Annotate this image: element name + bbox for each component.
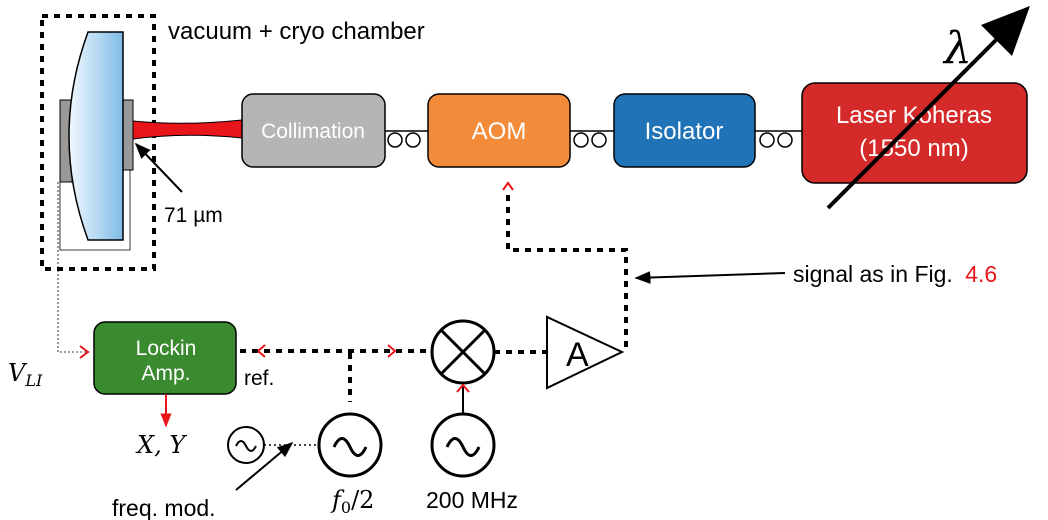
aom-label: AOM <box>472 118 527 145</box>
piezo-arrow-lockin <box>79 345 90 359</box>
fiber-coil-3b <box>777 132 793 148</box>
f0-source-sine-icon <box>332 437 368 457</box>
laser-beam <box>132 119 243 140</box>
lockin-label-line1: Lockin <box>136 337 197 360</box>
tunable-arrow-head <box>981 6 1030 56</box>
amplifier-label: A <box>566 336 589 374</box>
rf-source-sine-icon <box>445 437 481 457</box>
signal-label-ref[interactable]: 4.6 <box>965 261 997 287</box>
ref-label: ref. <box>244 367 274 390</box>
rf-source-label: 200 MHz <box>426 487 518 513</box>
signal-label-text: signal as in Fig. <box>793 261 953 287</box>
gap-arrow <box>134 142 183 193</box>
fiber-coil-1a <box>387 132 403 148</box>
freq-mod-label: freq. mod. <box>112 495 216 520</box>
rf-source-arrow <box>456 383 470 393</box>
signal-label: signal as in Fig. 4.6 <box>793 261 997 287</box>
gap-label: 71 µm <box>164 204 223 227</box>
flat-mirror-holder <box>122 99 134 171</box>
amplifier-triangle <box>546 315 625 390</box>
piezo-line-to-lockin <box>57 182 86 353</box>
fiber-coil-1b <box>405 132 421 148</box>
piezo-wire <box>59 170 131 251</box>
mirror-lens <box>68 31 124 241</box>
freq-mod-pointer <box>235 441 294 491</box>
laser-label-line1: Laser Koheras <box>836 102 992 129</box>
isolator-label: Isolator <box>645 118 724 145</box>
ref-arrow <box>256 344 266 358</box>
freq-mod-sine-icon <box>235 440 257 452</box>
fiber-coil-2b <box>591 132 607 148</box>
vli-label: VLI <box>8 359 43 390</box>
vli-sub: LI <box>24 371 43 390</box>
aom-input-arrow <box>502 181 514 191</box>
rf-signal-path <box>506 195 628 353</box>
collimation-label: Collimation <box>261 120 365 143</box>
mixer-lo-arrow <box>387 344 397 358</box>
lockin-label-line2: Amp. <box>141 362 190 385</box>
vli-main: V <box>8 359 28 387</box>
tunable-arrow-line <box>826 26 1010 210</box>
fiber-coil-2a <box>573 132 589 148</box>
lambda-symbol: λ <box>942 23 972 74</box>
f0-sub: 0 <box>341 498 351 517</box>
chamber-outline <box>40 14 156 271</box>
fiber-coil-3a <box>759 132 775 148</box>
mixer-cross-2 <box>439 328 487 376</box>
xy-label: X, Y <box>135 431 187 459</box>
chamber-label: vacuum + cryo chamber <box>168 18 425 45</box>
laser-box <box>801 82 1028 184</box>
signal-pointer-arrow <box>634 271 786 284</box>
f0-label: f0/2 <box>330 486 374 517</box>
f0-rest: /2 <box>351 486 374 514</box>
